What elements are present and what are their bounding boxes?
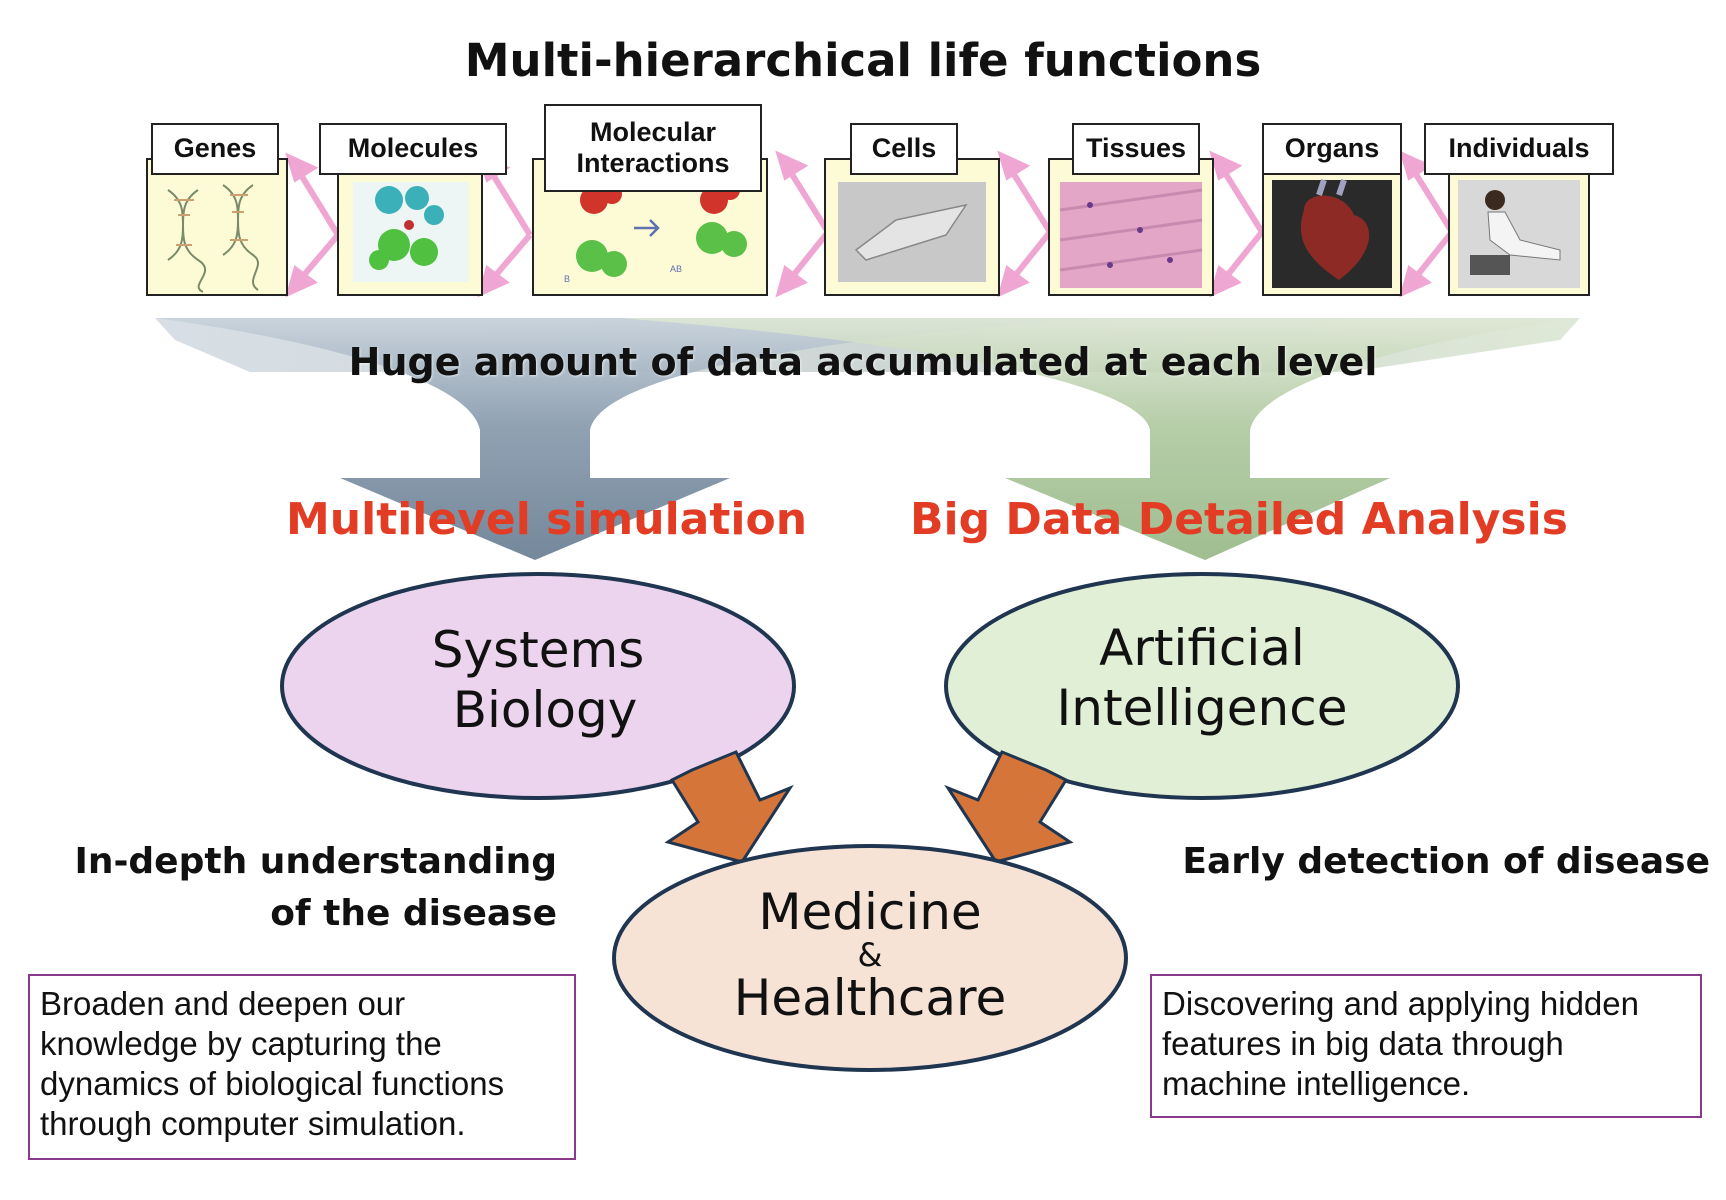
systems-biology-label: Systems Biology [338,620,738,740]
arrow-tissues-organs [1209,150,1265,298]
ai-label: Artificial Intelligence [1002,618,1402,738]
tissue-micrograph-icon [1059,182,1203,288]
level-label-genes: Genes [151,123,279,175]
outcome-left-line1: In-depth understanding [74,841,557,882]
medicine-line1: Medicine [758,883,982,941]
dna-icon [167,184,259,293]
cell-micrograph-icon [838,182,986,282]
systems-biology-ellipse [280,572,796,800]
level-label-molecular-interactions: Molecular Interactions [544,104,762,192]
approach-big-data-analysis: Big Data Detailed Analysis [910,494,1568,545]
genes-panel [146,158,288,296]
outcome-left-line2: of the disease [270,893,557,934]
organs-panel [1262,158,1402,296]
person-exercise-icon [1458,180,1580,288]
page-title: Multi-hierarchical life functions [464,34,1262,87]
tissues-panel [1048,158,1214,296]
level-label-organs: Organs [1262,123,1402,175]
funnel-right [620,318,1580,560]
medicine-label: Medicine & Healthcare [670,884,1070,1026]
medicine-ellipse [612,844,1128,1072]
medicine-ampersand: & [857,936,883,974]
arrow-cells-tissues [997,150,1053,298]
level-label-tissues: Tissues [1072,123,1200,175]
molecules-panel [337,158,483,296]
ai-line2: Intelligence [1056,679,1348,737]
level-label-molecules: Molecules [319,123,507,175]
systems-biology-line2: Biology [452,681,638,739]
medicine-line2: Healthcare [733,969,1007,1027]
cells-panel [824,158,1000,296]
protein-icon [353,182,469,282]
description-left: Broaden and deepen our knowledge by capt… [28,974,576,1160]
ai-ellipse [944,572,1460,800]
individuals-panel [1448,158,1590,296]
data-banner: Huge amount of data accumulated at each … [348,340,1378,384]
systems-biology-line1: Systems [431,621,645,679]
arrow-organs-individuals [1399,150,1455,298]
description-right: Discovering and applying hidden features… [1150,974,1702,1118]
molecule-label-ab: AB [670,264,683,274]
arrow-molecules-interactions [477,152,533,298]
molecular-interaction-icon [576,180,747,277]
ai-line1: Artificial [1099,619,1305,677]
outcome-right: Early detection of disease [1182,841,1710,882]
outcome-left: In-depth understanding of the disease [60,836,557,940]
level-label-individuals: Individuals [1424,123,1614,175]
molecule-label-b: B [564,274,571,284]
arrow-interactions-cells [775,150,831,298]
approach-multilevel-simulation: Multilevel simulation [286,494,808,545]
funnel-left [155,318,1100,560]
heart-icon [1272,179,1392,288]
arrow-genes-molecules [285,152,341,298]
level-label-cells: Cells [850,123,958,175]
